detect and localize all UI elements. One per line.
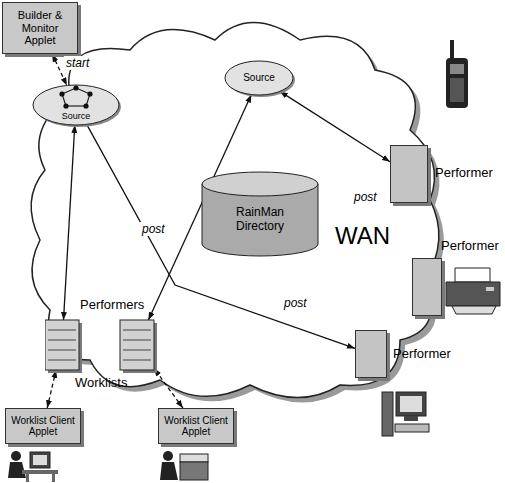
directory-cylinder: RainMan Directory <box>200 170 320 260</box>
client-applet-box: Worklist Client Applet <box>158 408 234 444</box>
post-connector <box>280 91 390 161</box>
phone-icon <box>446 40 468 108</box>
box-label: Builder & Monitor Applet <box>6 9 74 47</box>
edge-label: post <box>140 222 167 236</box>
server-icon <box>120 320 157 373</box>
performer-label: Performer <box>441 239 499 254</box>
source-ellipse: Source <box>222 58 296 98</box>
group-heading: Performers <box>80 298 144 313</box>
directory-label: RainMan Directory <box>222 206 298 234</box>
printer-icon <box>446 268 500 314</box>
dashed-connector <box>47 370 56 408</box>
applet-box: Builder & Monitor Applet <box>2 2 78 54</box>
post-connector <box>64 125 75 320</box>
user-at-copier-icon <box>160 451 208 480</box>
edge-label: start <box>64 56 91 70</box>
edge-label: post <box>352 190 379 204</box>
source-ellipse: Source <box>30 82 122 128</box>
network-label: WAN <box>335 222 390 250</box>
pc-icon <box>382 392 429 436</box>
server-icon <box>45 320 82 373</box>
performer-box: Performer <box>390 145 428 203</box>
box-label: Worklist Client Applet <box>9 415 77 438</box>
source-label: Source <box>30 111 122 121</box>
performer-servers: PerformersWorklists <box>45 298 185 393</box>
post-connector <box>87 124 355 348</box>
performer-label: Performer <box>393 347 451 362</box>
source-label: Source <box>222 72 296 84</box>
performer-box: Performer <box>355 330 387 378</box>
edge-label: post <box>282 296 309 310</box>
performer-label: Performer <box>435 166 493 181</box>
client-applet-box: Worklist Client Applet <box>5 408 81 444</box>
user-at-desk-icon <box>8 451 58 482</box>
ellipse-outline <box>30 82 122 128</box>
dashed-connector <box>154 368 183 408</box>
performer-box: Performer <box>412 258 442 316</box>
box-label: Worklist Client Applet <box>162 415 230 438</box>
group-footer: Worklists <box>75 376 127 391</box>
wan-cloud <box>31 23 444 403</box>
